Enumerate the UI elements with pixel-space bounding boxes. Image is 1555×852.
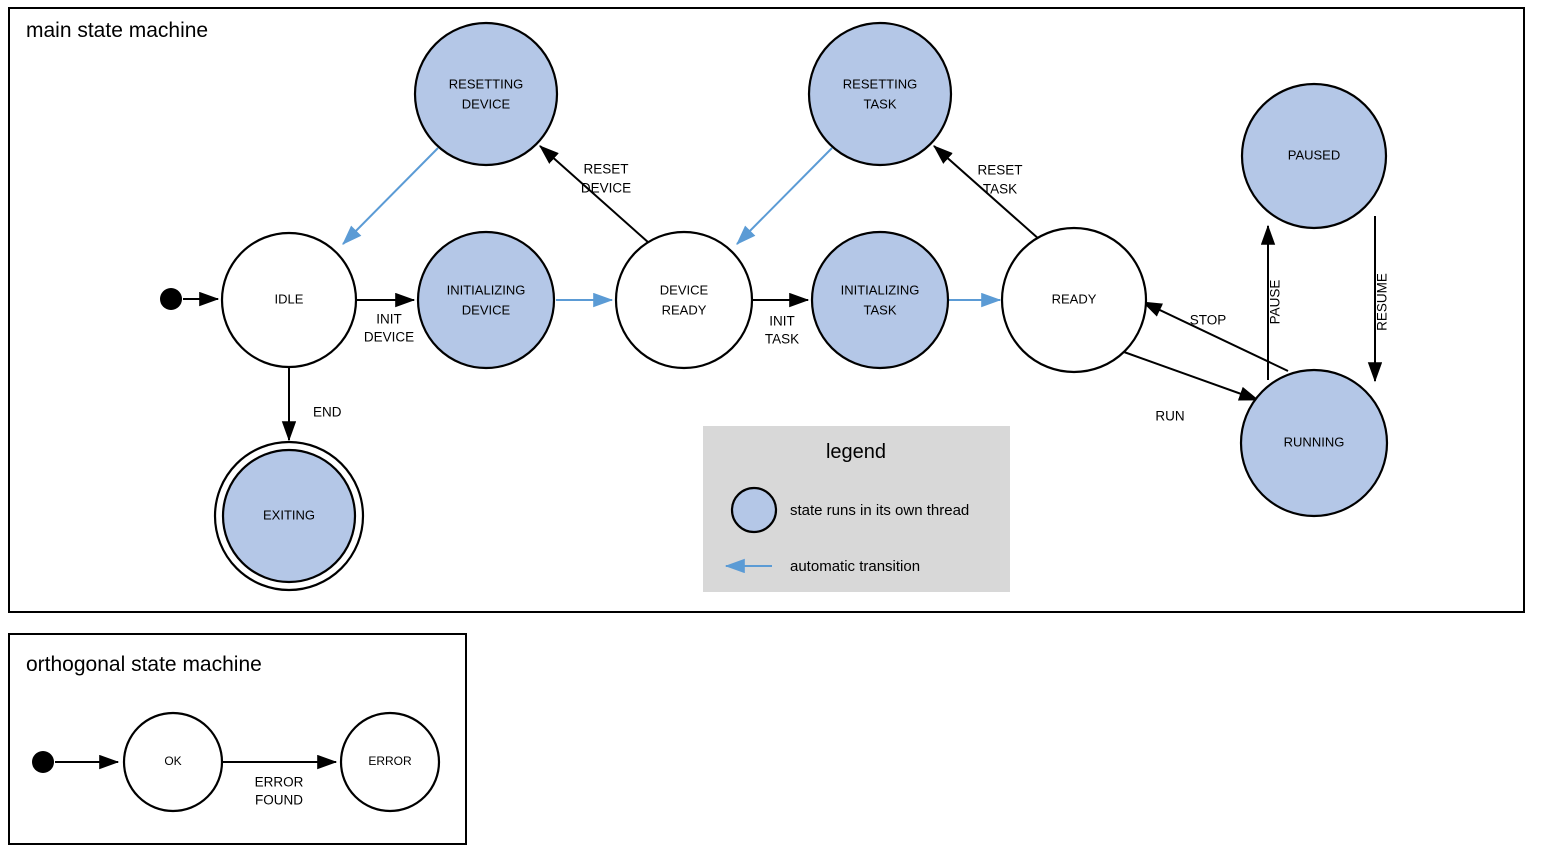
edge-label-error-found-line1: ERROR — [255, 775, 304, 790]
legend-title: legend — [826, 441, 886, 463]
state-device-ready-shape[interactable] — [614, 230, 754, 370]
state-ready-label: READY — [1052, 291, 1097, 306]
state-error-label: ERROR — [368, 754, 412, 768]
state-resetting-task[interactable]: RESETTING TASK — [807, 21, 953, 167]
state-paused[interactable]: PAUSED — [1240, 82, 1388, 230]
state-initializing-task-label-line2: TASK — [864, 302, 897, 317]
state-initializing-task[interactable]: INITIALIZING TASK — [810, 230, 950, 370]
edge-label-stop: STOP — [1190, 313, 1227, 328]
state-ok-shape[interactable] — [122, 711, 224, 813]
edge-resetting-device-to-idle — [342, 147, 439, 245]
state-ready-shape[interactable] — [1000, 226, 1148, 374]
edge-label-reset-task-line1: RESET — [977, 163, 1022, 178]
edge-label-error-found-line2: FOUND — [255, 793, 303, 808]
state-running[interactable]: RUNNING — [1239, 368, 1389, 518]
state-idle[interactable]: IDLE — [220, 231, 358, 369]
edge-ready-to-resetting-task — [933, 145, 1041, 241]
edge-ready-to-running — [1123, 351, 1260, 401]
state-running-label: RUNNING — [1284, 434, 1345, 449]
orthogonal-start-node — [32, 751, 54, 773]
state-error-shape[interactable] — [339, 711, 441, 813]
edge-label-init-device-line2: DEVICE — [364, 330, 414, 345]
legend-automatic-transition-text: automatic transition — [790, 558, 920, 575]
edge-label-pause: PAUSE — [1268, 280, 1283, 325]
edge-label-reset-task-line2: TASK — [983, 182, 1017, 197]
state-resetting-device-label-line1: RESETTING — [449, 76, 523, 91]
state-resetting-task-shape[interactable] — [807, 21, 953, 167]
state-ready[interactable]: READY — [1000, 226, 1148, 374]
state-exiting-outer-ring — [213, 440, 365, 592]
state-initializing-device-label-line2: DEVICE — [462, 302, 511, 317]
edge-resetting-task-to-device-ready — [736, 147, 833, 245]
state-paused-shape[interactable] — [1240, 82, 1388, 230]
edge-label-reset-device-line1: RESET — [583, 162, 628, 177]
edge-label-init-task-line2: TASK — [765, 332, 799, 347]
edge-label-init-task-line1: INIT — [769, 314, 795, 329]
state-running-shape[interactable] — [1239, 368, 1389, 518]
edge-label-resume: RESUME — [1375, 273, 1390, 331]
main-state-machine-title: main state machine — [26, 19, 208, 42]
state-resetting-device-label-line2: DEVICE — [462, 96, 511, 111]
edge-running-to-ready — [1141, 301, 1289, 372]
state-resetting-device-shape[interactable] — [413, 21, 559, 167]
state-idle-shape[interactable] — [220, 231, 358, 369]
orthogonal-state-machine-frame — [8, 633, 467, 845]
main-start-node — [160, 288, 182, 310]
state-resetting-device[interactable]: RESETTING DEVICE — [413, 21, 559, 167]
state-error[interactable]: ERROR — [339, 711, 441, 813]
edge-label-end: END — [313, 405, 342, 420]
orthogonal-state-machine-title: orthogonal state machine — [26, 653, 262, 676]
legend: legend state runs in its own thread auto… — [703, 426, 1010, 592]
state-exiting[interactable]: EXITING — [213, 440, 365, 592]
state-ok[interactable]: OK — [122, 711, 224, 813]
legend-thread-state-swatch-icon — [730, 486, 778, 534]
state-paused-label: PAUSED — [1288, 147, 1341, 162]
state-initializing-task-label-line1: INITIALIZING — [841, 282, 920, 297]
edge-label-run: RUN — [1155, 409, 1184, 424]
state-initializing-task-shape[interactable] — [810, 230, 950, 370]
state-resetting-task-label-line2: TASK — [864, 96, 897, 111]
state-initializing-device-label-line1: INITIALIZING — [447, 282, 526, 297]
legend-thread-state-text: state runs in its own thread — [790, 502, 969, 519]
edge-label-init-device-line1: INIT — [376, 312, 402, 327]
edge-device-ready-to-resetting-device — [539, 145, 650, 244]
edge-label-reset-device-line2: DEVICE — [581, 181, 631, 196]
state-initializing-device-shape[interactable] — [416, 230, 556, 370]
state-device-ready[interactable]: DEVICE READY — [614, 230, 754, 370]
state-initializing-device[interactable]: INITIALIZING DEVICE — [416, 230, 556, 370]
state-resetting-task-label-line1: RESETTING — [843, 76, 917, 91]
state-ok-label: OK — [164, 754, 181, 768]
state-device-ready-label-line2: READY — [662, 302, 707, 317]
state-exiting-shape[interactable] — [221, 448, 357, 584]
state-device-ready-label-line1: DEVICE — [660, 282, 709, 297]
main-state-machine-frame — [8, 7, 1525, 613]
state-idle-label: IDLE — [275, 291, 304, 306]
state-exiting-label: EXITING — [263, 507, 315, 522]
